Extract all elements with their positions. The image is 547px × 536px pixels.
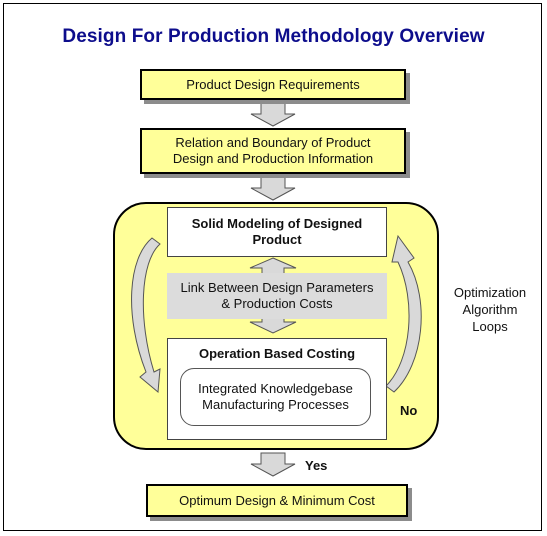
down-arrow-2	[250, 176, 296, 201]
relation-text-line1: Relation and Boundary of Product	[175, 135, 371, 150]
knowledgebase-line1: Integrated Knowledgebase	[198, 381, 353, 396]
requirements-text: Product Design Requirements	[186, 76, 360, 92]
diagram-frame	[3, 3, 542, 531]
link-text-line1: Link Between Design Parameters	[180, 280, 374, 295]
optimum-box: Optimum Design & Minimum Cost	[146, 484, 408, 517]
no-label: No	[400, 403, 418, 418]
link-parameters-box: Link Between Design Parameters & Product…	[167, 273, 387, 319]
optimization-label-line1: Optimization	[453, 285, 527, 300]
diagram-title: Design For Production Methodology Overvi…	[62, 26, 485, 47]
down-arrow-yes	[250, 452, 296, 477]
solid-modeling-line2: Product	[252, 232, 302, 247]
relation-text-line2: Design and Production Information	[172, 151, 374, 166]
relation-box: Relation and Boundary of Product Design …	[140, 128, 406, 174]
link-text-line2: & Production Costs	[221, 296, 333, 311]
optimum-text: Optimum Design & Minimum Cost	[179, 492, 375, 508]
right-curved-arrow	[385, 234, 422, 393]
left-curved-arrow	[131, 237, 161, 393]
solid-modeling-line1: Solid Modeling of Designed	[191, 216, 363, 231]
requirements-box: Product Design Requirements	[140, 69, 406, 100]
knowledgebase-box: Integrated Knowledgebase Manufacturing P…	[180, 368, 371, 426]
costing-title: Operation Based Costing	[198, 346, 356, 361]
optimization-label-line3: Loops	[472, 319, 508, 334]
yes-label: Yes	[305, 458, 328, 473]
solid-modeling-box: Solid Modeling of Designed Product	[167, 207, 387, 257]
knowledgebase-line2: Manufacturing Processes	[202, 397, 349, 412]
optimization-label-line2: Algorithm	[462, 302, 518, 317]
down-arrow-1	[250, 102, 296, 127]
optimization-label: Optimization Algorithm Loops	[440, 284, 540, 335]
